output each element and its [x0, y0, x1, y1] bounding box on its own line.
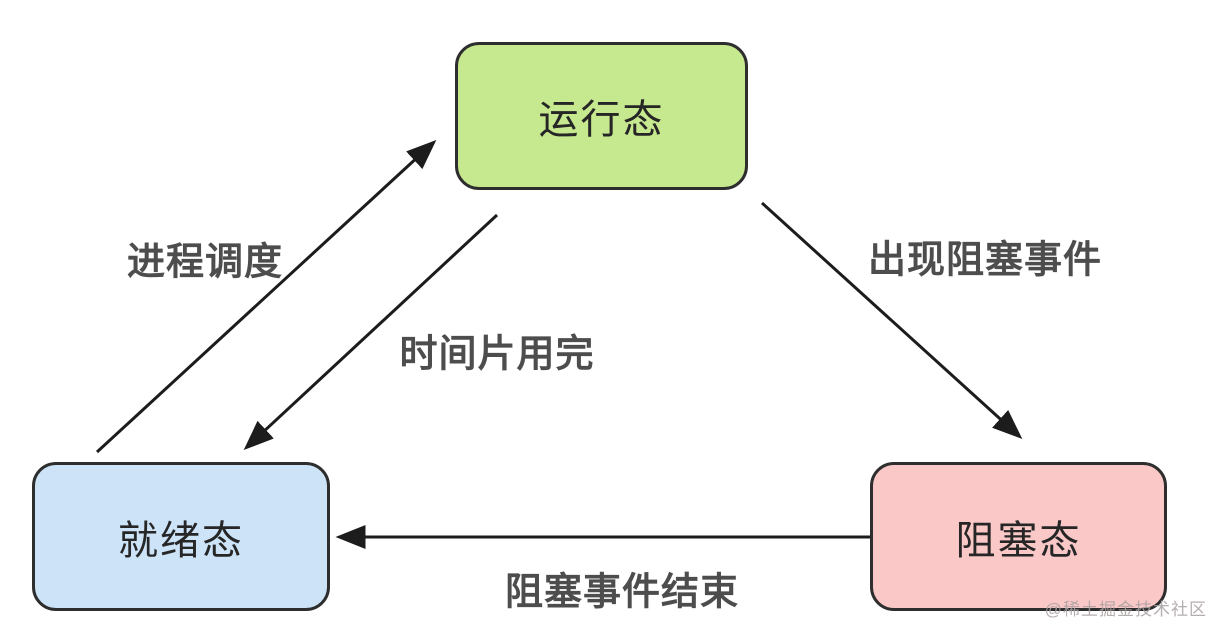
node-running-state: 运行态: [455, 42, 748, 190]
node-blocked-state: 阻塞态: [870, 462, 1167, 611]
edge-label-blocking-event-occurs: 出现阻塞事件: [867, 239, 1103, 282]
node-running-label: 运行态: [538, 98, 665, 142]
edge-label-blocking-event-ends: 阻塞事件结束: [504, 571, 740, 614]
node-ready-label: 就绪态: [118, 518, 244, 563]
arrow-ready-to-running: [95, 139, 437, 454]
edge-label-process-scheduling: 进程调度: [126, 241, 284, 284]
watermark-juejin-community: @稀土掘金技术社区: [1044, 600, 1207, 619]
edge-label-timeslice-used-up: 时间片用完: [399, 333, 595, 376]
node-blocked-label: 阻塞态: [955, 518, 1082, 563]
node-ready-state: 就绪态: [32, 462, 330, 611]
